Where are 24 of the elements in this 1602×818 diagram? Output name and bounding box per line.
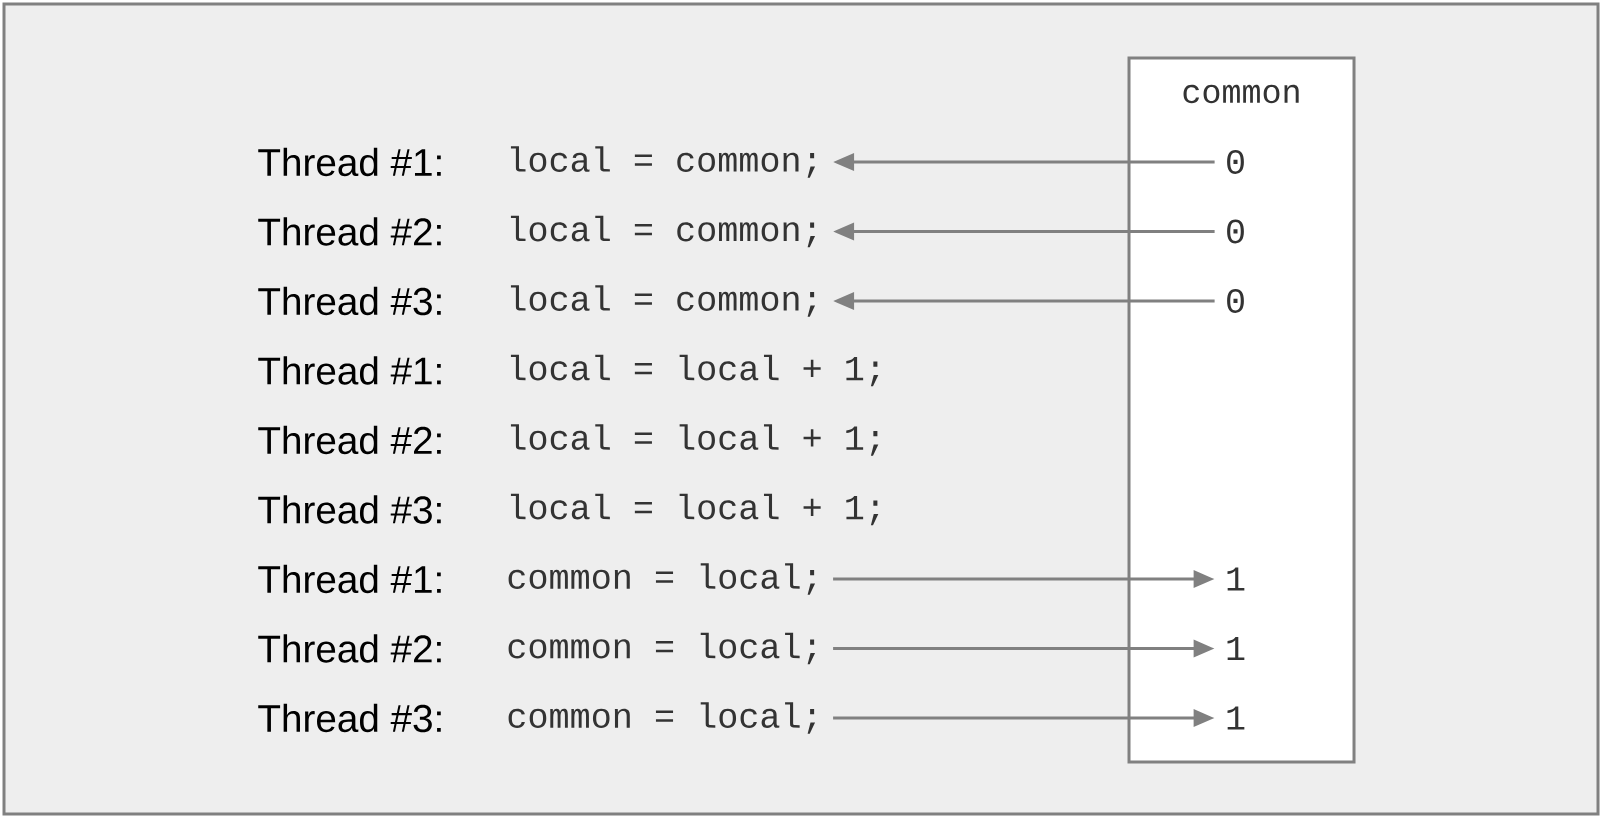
code-statement: local = local + 1; <box>510 493 879 526</box>
value-text: 1 <box>1227 636 1245 661</box>
thread-label: Thread #2: <box>258 634 441 663</box>
value-text: 0 <box>1227 289 1244 313</box>
thread-label: Thread #3: <box>258 495 441 524</box>
code-statement: common = local; <box>508 702 816 734</box>
value-text: 1 <box>1227 706 1245 730</box>
code-statement: common = local; <box>508 563 816 595</box>
thread-label: Thread #1: <box>258 564 441 594</box>
code-statement: local = common; <box>510 285 816 317</box>
value-text: 0 <box>1227 219 1244 244</box>
thread-label: Thread #1: <box>258 356 441 385</box>
code-statement: local = local + 1; <box>510 424 879 456</box>
code-statement: common = local; <box>508 632 816 665</box>
thread-label: Thread #2: <box>258 425 441 455</box>
code-statement: local = common; <box>510 215 816 248</box>
value-text: 1 <box>1227 567 1245 591</box>
code-statement: local = common; <box>510 146 816 178</box>
code-statement: local = local + 1; <box>510 354 879 387</box>
thread-label: Thread #3: <box>258 286 441 316</box>
thread-label: Thread #2: <box>258 217 441 246</box>
thread-label: Thread #3: <box>258 703 441 733</box>
value-text: 0 <box>1227 150 1244 174</box>
thread-label: Thread #1: <box>258 147 441 177</box>
